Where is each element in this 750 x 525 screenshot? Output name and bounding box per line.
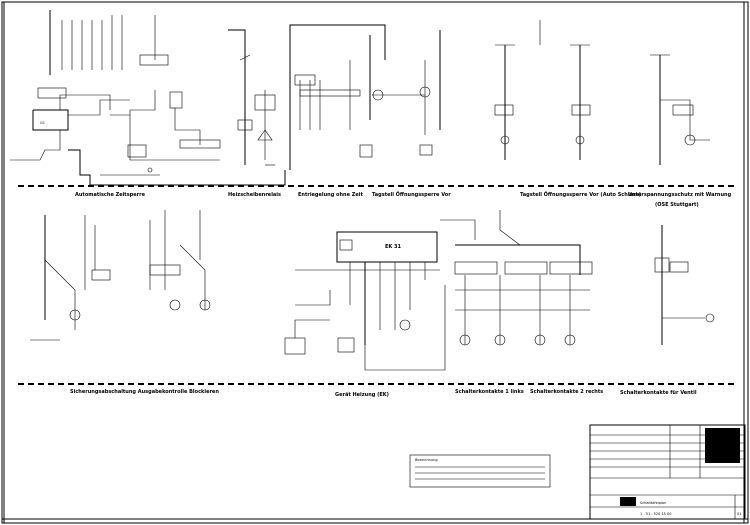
circuit-ventil	[654, 225, 715, 345]
caption-unterspannung: Unterspannungsschutz mit Warnung	[628, 192, 732, 198]
caption-sicherung: Sicherungsabschaltung Ausgabekontrolle B…	[70, 389, 219, 395]
drawing-number: 1 - 51 - 520 15 00	[640, 512, 671, 516]
caption-auto-schloss: Tagstell Öffnungssperre Vor (Auto Schlos…	[520, 191, 641, 198]
caption-heizung: Gerät Heizung (EK)	[335, 392, 389, 398]
drawing-title: Schalttafelplan	[640, 501, 666, 505]
circuit-entriegelung	[289, 24, 441, 170]
caption-oeffnungssperre: Tagstell Öffnungssperre Vor	[372, 191, 451, 198]
circuit-auto-schloss	[494, 20, 591, 160]
caption-entriegelung: Entriegelung ohne Zeit	[298, 192, 363, 198]
legend-box: Bezeichnung	[409, 454, 551, 488]
battery-label: G1	[40, 121, 45, 125]
circuit-heizscheibe	[228, 29, 276, 166]
caption-heizscheibe: Heizscheibenrelais	[228, 192, 281, 198]
ek31-module	[336, 231, 438, 263]
circuit-unterspannung	[650, 54, 710, 165]
module-label: EK 31	[385, 244, 402, 250]
sheet-number: 01	[737, 512, 741, 516]
circuit-schalterkontakte	[454, 210, 593, 346]
title-block: Schalttafelplan 1 - 51 - 520 15 00 01	[589, 424, 746, 520]
circuit-heizung: EK 31	[284, 219, 476, 371]
circuit-sicherung	[30, 210, 211, 341]
caption-schalter-links: Schalterkontakte 1 links	[455, 389, 524, 395]
caption-schalter-rechts: Schalterkontakte 2 rechts	[530, 389, 603, 395]
circuit-zeitsperre: G1	[10, 10, 286, 186]
caption-ose: (OSE Stuttgart)	[655, 202, 699, 208]
legend-title: Bezeichnung	[415, 458, 438, 462]
caption-ventil: Schalterkontakte für Ventil	[620, 390, 697, 396]
caption-zeitsperre: Automatische Zeitsperre	[75, 192, 146, 198]
